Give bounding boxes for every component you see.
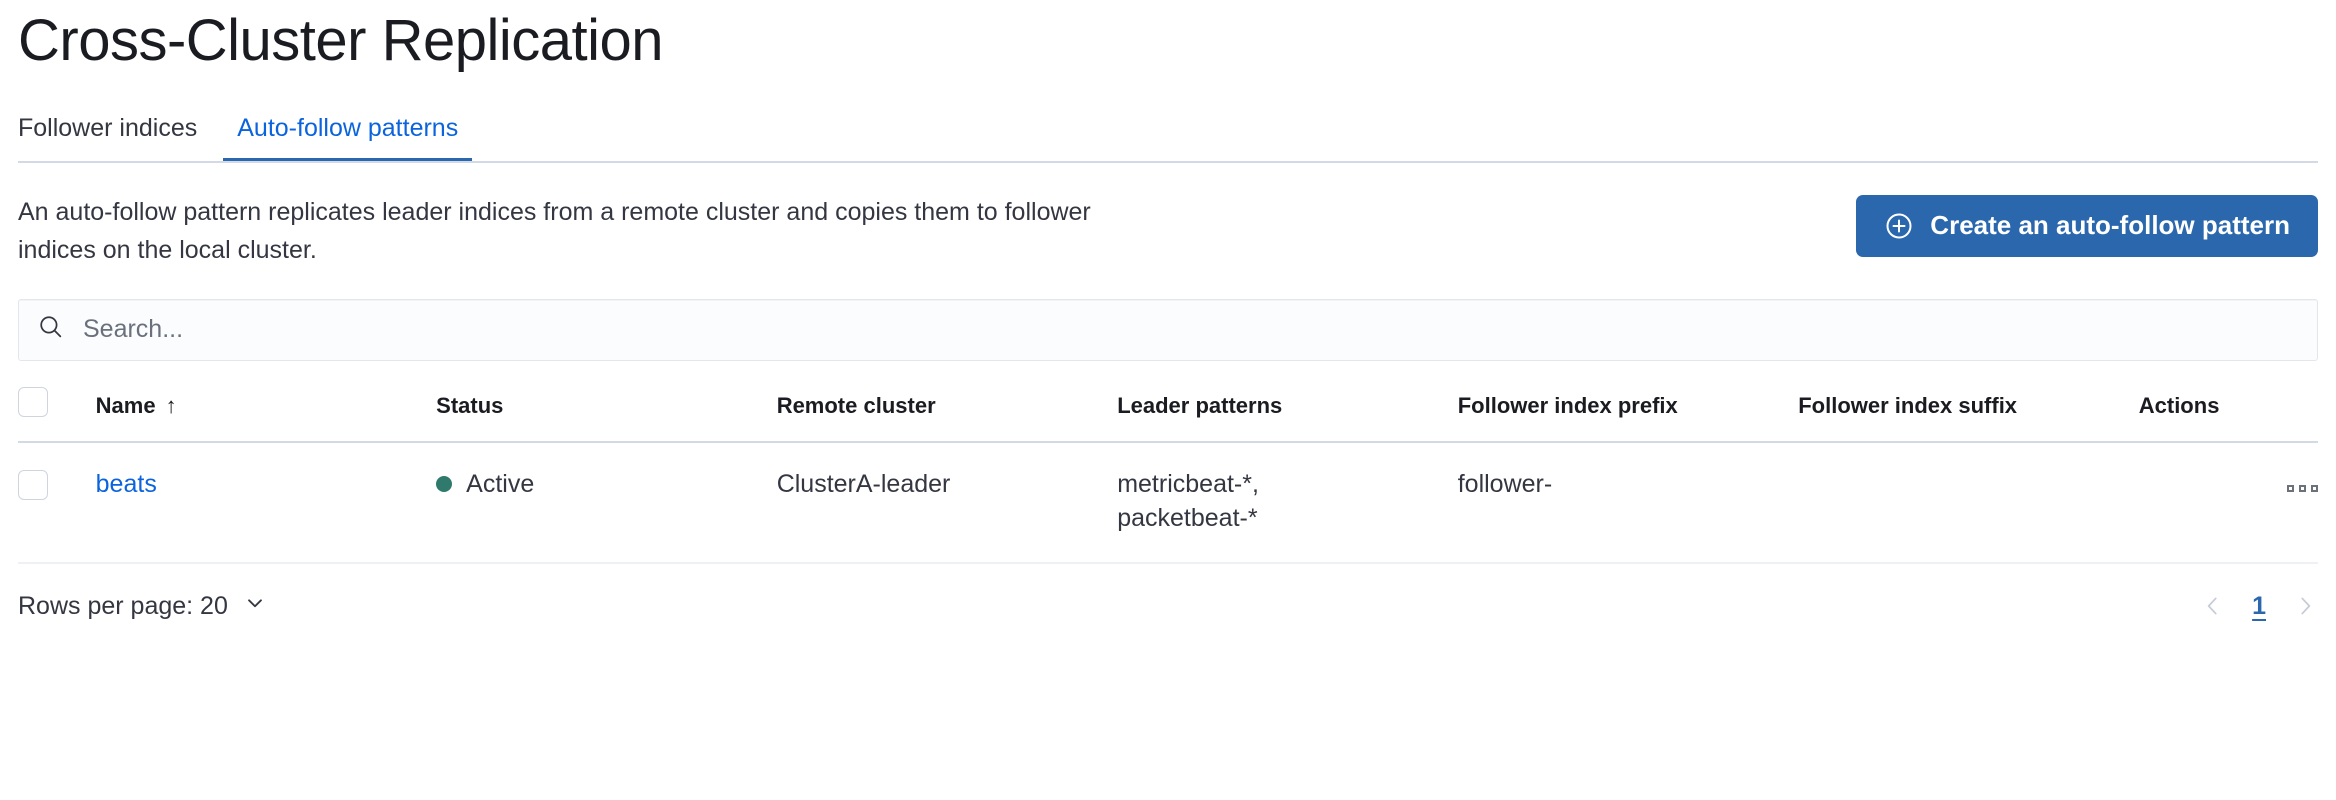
cell-follower-index-prefix: follower- <box>1457 441 1799 564</box>
column-header-actions: Actions <box>2138 386 2318 443</box>
cell-name: beats <box>95 441 437 564</box>
status-label: Active <box>466 469 535 498</box>
tab-auto-follow-patterns[interactable]: Auto-follow patterns <box>223 115 473 163</box>
intro-description: An auto-follow pattern replicates leader… <box>18 197 1091 264</box>
auto-follow-pattern-link[interactable]: beats <box>95 469 157 498</box>
pagination: 1 <box>2200 591 2318 621</box>
create-auto-follow-pattern-button[interactable]: Create an auto-follow pattern <box>1856 194 2318 257</box>
search-input[interactable]: Search... <box>83 315 184 344</box>
more-horizontal-icon[interactable] <box>2287 477 2318 492</box>
table-footer: Rows per page: 20 1 <box>18 590 2318 623</box>
select-all-header <box>18 386 96 443</box>
leader-patterns-value: metricbeat-*, packetbeat-* <box>1117 469 1259 533</box>
cell-follower-index-suffix <box>1798 441 2139 564</box>
sort-up-arrow-icon: ↑ <box>165 392 177 418</box>
column-header-follower-index-suffix[interactable]: Follower index suffix <box>1798 386 2139 443</box>
page-number-1[interactable]: 1 <box>2252 591 2266 620</box>
row-select-cell <box>18 441 96 564</box>
page-title: Cross-Cluster Replication <box>18 8 664 73</box>
tab-bar-divider <box>18 160 2318 163</box>
tab-follower-indices[interactable]: Follower indices <box>18 115 197 163</box>
cell-leader-patterns: metricbeat-*, packetbeat-* <box>1117 441 1458 564</box>
column-header-leader-patterns[interactable]: Leader patterns <box>1117 386 1458 443</box>
chevron-down-icon <box>242 590 268 623</box>
column-header-follower-index-prefix[interactable]: Follower index prefix <box>1457 386 1799 443</box>
auto-follow-patterns-table: Name ↑ Status Remote cluster Leader patte… <box>18 386 2318 564</box>
column-header-name[interactable]: Name ↑ <box>95 386 437 443</box>
column-header-name-label: Name <box>95 392 156 418</box>
cell-status: Active <box>436 441 777 564</box>
cell-actions <box>2138 441 2318 564</box>
rows-per-page-selector[interactable]: Rows per page: 20 <box>18 590 268 623</box>
column-header-remote-cluster[interactable]: Remote cluster <box>776 386 1118 443</box>
table-row: beats Active ClusterA-leader metricbeat-… <box>18 441 2318 564</box>
create-button-label: Create an auto-follow pattern <box>1930 209 2290 240</box>
column-header-status[interactable]: Status <box>436 386 777 443</box>
plus-in-circle-icon <box>1884 211 1914 241</box>
search-bar[interactable]: Search... <box>18 298 2318 361</box>
tab-bar: Follower indices Auto-follow patterns <box>18 103 2318 163</box>
cell-remote-cluster: ClusterA-leader <box>776 441 1118 564</box>
select-all-checkbox[interactable] <box>18 386 48 417</box>
rows-per-page-label: Rows per page: 20 <box>18 591 228 620</box>
row-checkbox[interactable] <box>18 470 48 501</box>
chevron-left-icon[interactable] <box>2200 591 2226 621</box>
search-icon <box>37 313 65 346</box>
intro-row: An auto-follow pattern replicates leader… <box>18 193 2318 269</box>
status-dot-icon <box>436 475 453 492</box>
chevron-right-icon[interactable] <box>2292 591 2318 621</box>
table-header-row: Name ↑ Status Remote cluster Leader patte… <box>18 386 2318 443</box>
